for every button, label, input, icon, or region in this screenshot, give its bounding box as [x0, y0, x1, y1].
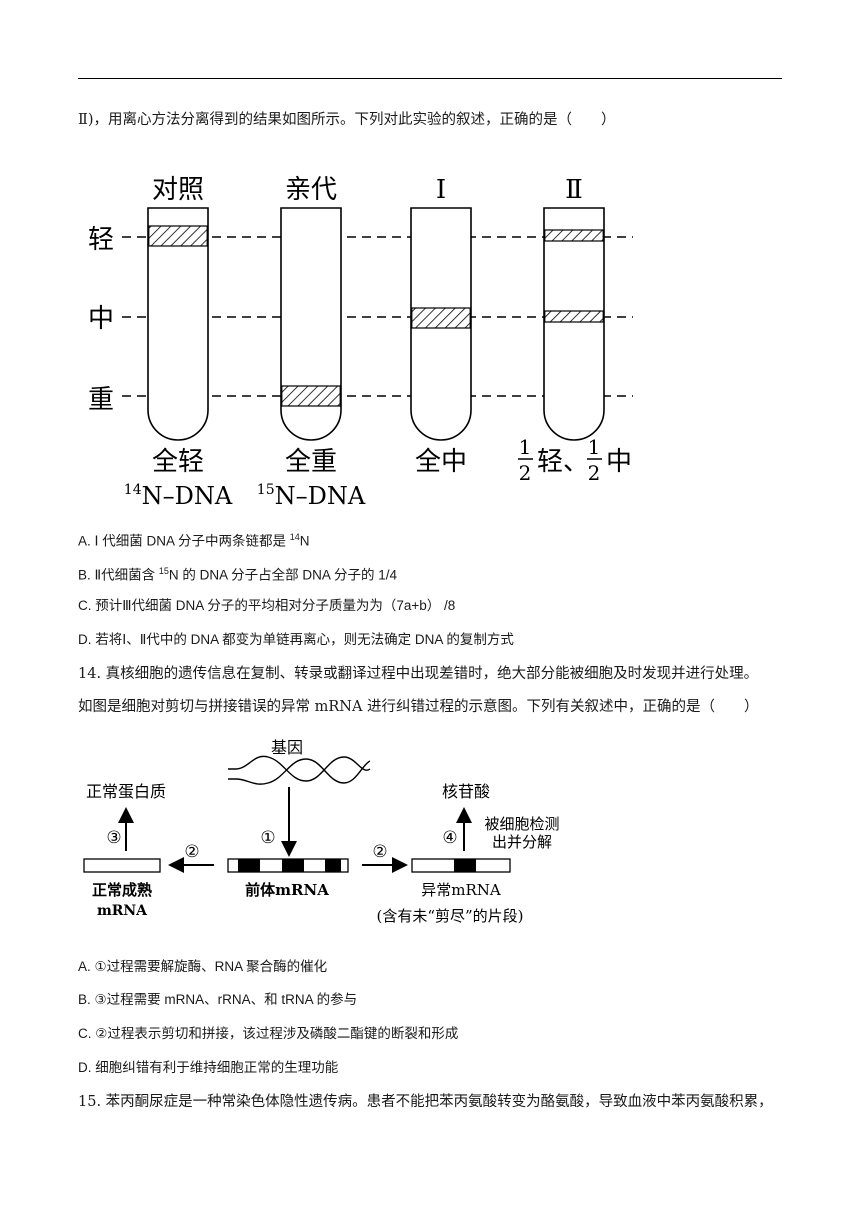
- detect-label-2: 出并分解: [492, 833, 552, 851]
- row-label-middle: 中: [88, 304, 114, 334]
- tube-control: [147, 207, 209, 441]
- label-half-light-half-middle: 1 2 轻、 1 2 中: [518, 435, 632, 485]
- detect-label-1: 被细胞检测: [484, 815, 559, 833]
- tube-title-gen1: Ⅰ: [436, 175, 446, 205]
- svg-text:1: 1: [519, 435, 532, 459]
- q14-option-b: B. ③过程需要 mRNA、rRNA、和 tRNA 的参与: [78, 992, 358, 1007]
- mature-mrna-bar: [83, 858, 161, 873]
- tube-title-parent: 亲代: [285, 175, 337, 205]
- gene-label: 基因: [271, 738, 303, 757]
- q13-option-d: D. 若将Ⅰ、Ⅱ代中的 DNA 都变为单链再离心，则无法确定 DNA 的复制方式: [78, 632, 514, 647]
- normal-protein-label: 正常蛋白质: [86, 782, 166, 801]
- q13-option-b: B. Ⅱ代细菌含 15N 的 DNA 分子占全部 DNA 分子的 1/4: [78, 566, 397, 583]
- centrifuge-figure: 轻 中 重 对照 亲代 Ⅰ Ⅱ 全轻 14N–DNA 全重 15N–DNA 全中…: [88, 175, 633, 510]
- mrna-correction-figure: 基因 ① 前体mRNA ② 正常成熟 mRNA ③ 正常蛋白质 ② 异常mRNA…: [83, 738, 560, 925]
- svg-text:2: 2: [519, 461, 532, 485]
- row-label-light: 轻: [88, 225, 114, 255]
- question-13-stem: Ⅱ)，用离心方法分离得到的结果如图所示。下列对此实验的叙述，正确的是（ ）: [78, 112, 616, 128]
- q13-option-a: A. Ⅰ 代细菌 DNA 分子中两条链都是 14N: [78, 532, 310, 549]
- tube-title-control: 对照: [152, 175, 204, 205]
- nucleotide-label: 核苷酸: [442, 782, 490, 801]
- tube-gen2: [543, 207, 605, 441]
- label-14n-dna: 14N–DNA: [124, 482, 233, 510]
- svg-text:轻、: 轻、: [537, 447, 589, 477]
- band-gen1-middle: [411, 307, 471, 329]
- q14-option-c: C. ②过程表示剪切和拼接，该过程涉及磷酸二酯键的断裂和形成: [78, 1026, 459, 1041]
- question-15-line-1: 15. 苯丙酮尿症是一种常染色体隐性遗传病。患者不能把苯丙氨酸转变为酪氨酸，导致…: [78, 1094, 773, 1110]
- q14-option-a: A. ①过程需要解旋酶、RNA 聚合酶的催化: [78, 959, 328, 974]
- label-15n-dna: 15N–DNA: [257, 482, 366, 510]
- label-all-heavy: 全重: [285, 447, 337, 477]
- step-3-label: ③: [106, 828, 121, 848]
- band-parent-heavy: [281, 385, 341, 407]
- svg-text:2: 2: [588, 461, 601, 485]
- mature-mrna-label-2: mRNA: [97, 903, 148, 919]
- tube-title-gen2: Ⅱ: [565, 175, 583, 205]
- precursor-mrna-bar: [227, 858, 349, 873]
- band-gen2-light: [544, 229, 604, 242]
- step-2-left-label: ②: [184, 842, 199, 862]
- abnormal-mrna-note: (含有未“剪尽”的片段): [376, 907, 523, 925]
- tube-gen1: [410, 207, 472, 441]
- question-14-line-2: 如图是细胞对剪切与拼接错误的异常 mRNA 进行纠错过程的示意图。下列有关叙述中…: [78, 699, 759, 715]
- step-1-label: ①: [260, 828, 275, 848]
- band-control-light: [148, 225, 208, 247]
- gene-double-helix: [228, 755, 371, 785]
- step-2-right-label: ②: [372, 842, 387, 862]
- precursor-mrna-label: 前体mRNA: [245, 881, 329, 899]
- abnormal-mrna-label: 异常mRNA: [421, 881, 501, 899]
- q13-option-c: C. 预计Ⅲ代细菌 DNA 分子的平均相对分子质量为为（7a+b） /8: [78, 598, 456, 613]
- question-14-line-1: 14. 真核细胞的遗传信息在复制、转录或翻译过程中出现差错时，绝大部分能被细胞及…: [78, 666, 759, 682]
- svg-text:1: 1: [588, 435, 601, 459]
- label-all-light: 全轻: [152, 447, 204, 477]
- mature-mrna-label-1: 正常成熟: [92, 881, 152, 899]
- band-gen2-middle: [544, 310, 604, 323]
- row-label-heavy: 重: [88, 385, 114, 415]
- header-rule: [78, 78, 782, 79]
- step-4-label: ④: [442, 828, 457, 848]
- q14-option-d: D. 细胞纠错有利于维持细胞正常的生理功能: [78, 1060, 339, 1075]
- tube-parent: [280, 207, 342, 441]
- abnormal-mrna-bar: [411, 858, 511, 873]
- label-all-middle: 全中: [415, 447, 467, 477]
- svg-text:中: 中: [606, 447, 632, 477]
